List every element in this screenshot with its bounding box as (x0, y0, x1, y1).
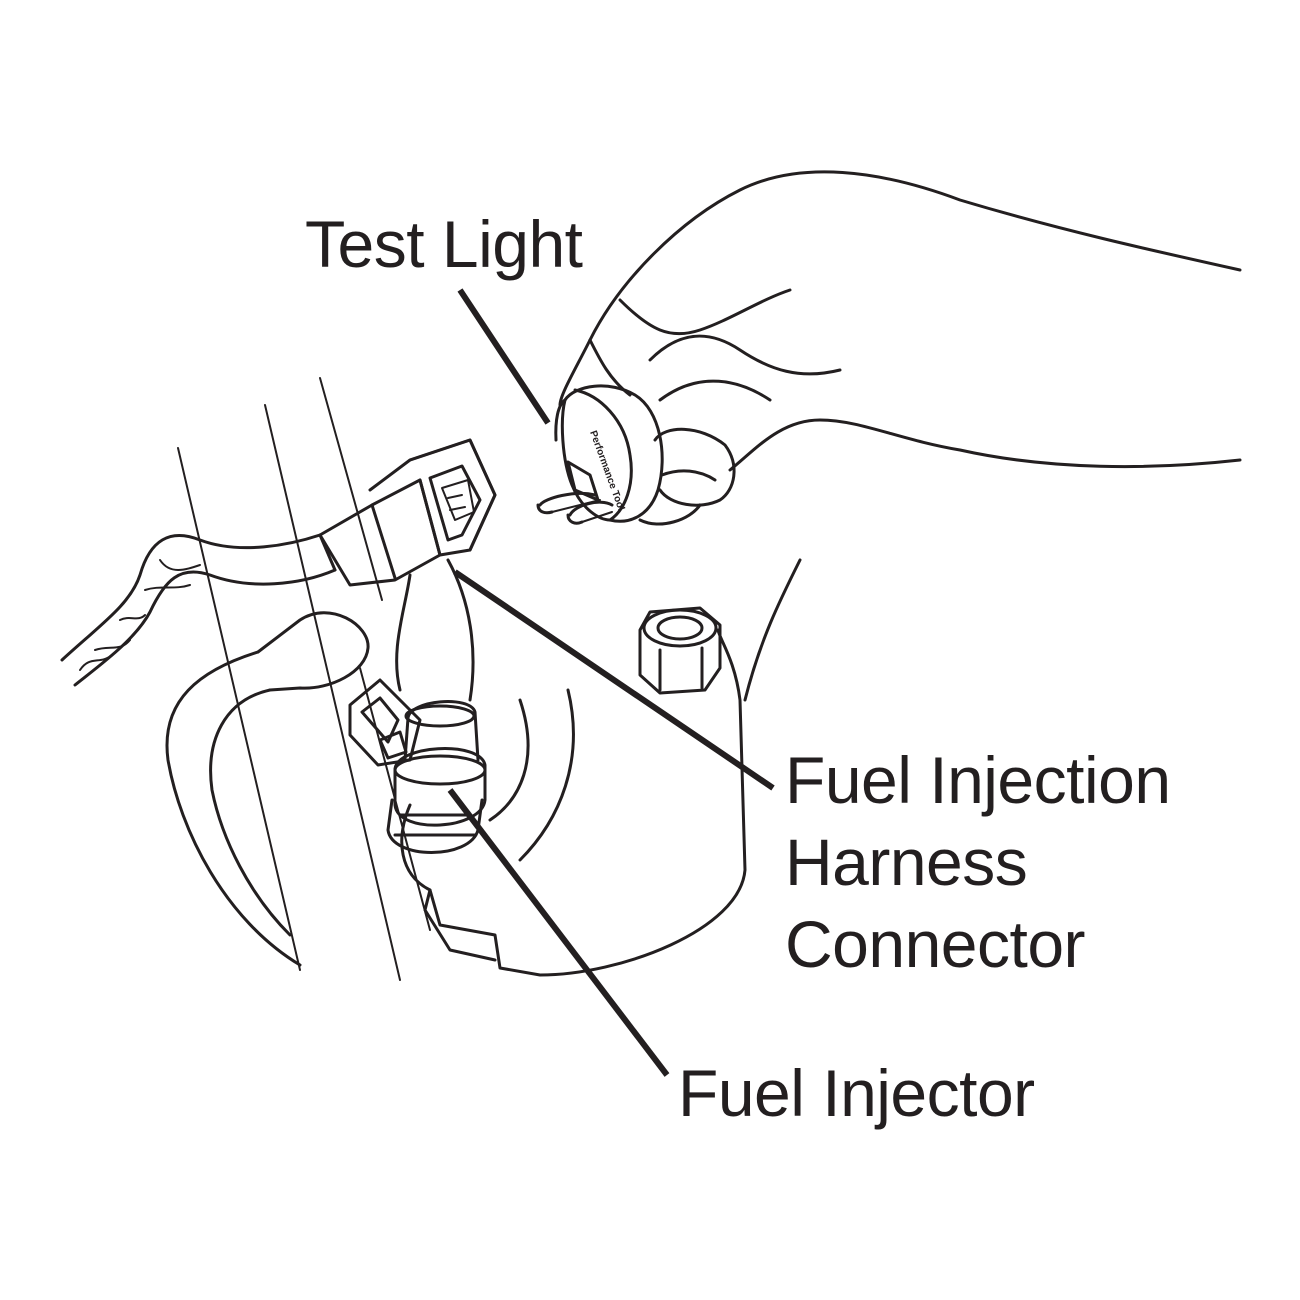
leader-fuel-injector (447, 788, 670, 1077)
wiring-bundle (60, 533, 337, 687)
label-line-connector: Connector (785, 907, 1086, 981)
leader-test-light (457, 288, 551, 425)
injector-wire (395, 558, 475, 702)
leader-harness-connector (453, 569, 775, 791)
fuel-hose (165, 611, 370, 967)
manifold-base (400, 558, 802, 977)
tester-brand-text: Performance Tool (587, 429, 626, 512)
hand (558, 170, 1242, 526)
test-light-tool: Performance Tool (536, 384, 664, 525)
leader-lines (447, 288, 775, 1077)
hex-nut (638, 606, 722, 695)
label-line-fuel-injection: Fuel Injection (785, 743, 1171, 817)
label-fuel-injector: Fuel Injector (678, 1056, 1035, 1130)
label-fuel-injection-harness-connector: Fuel Injection Harness Connector (785, 739, 1171, 985)
label-test-light: Test Light (305, 207, 583, 281)
injector-clip (348, 678, 422, 767)
label-line-harness: Harness (785, 825, 1028, 899)
harness-connector (318, 438, 497, 587)
engine-background-lines (177, 377, 431, 981)
fuel-injector-body (386, 700, 487, 854)
